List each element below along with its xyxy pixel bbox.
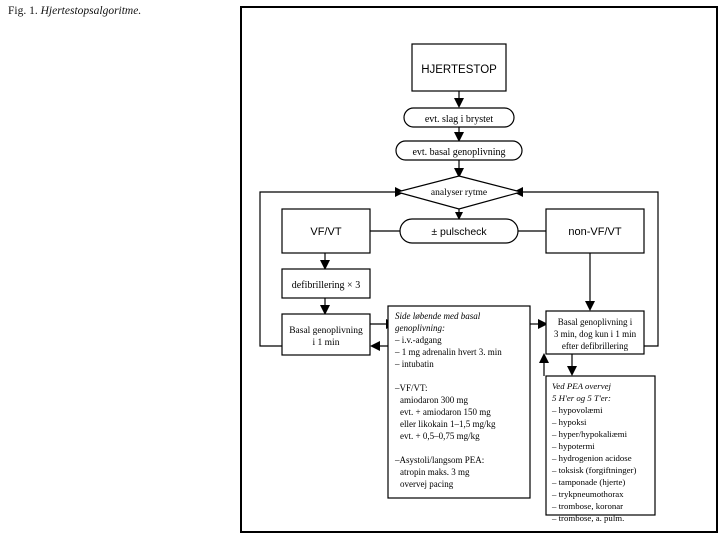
pea-cause-item: – trykpneumothorax bbox=[551, 489, 624, 499]
figure-caption-label: Fig. 1. bbox=[8, 5, 38, 17]
node-basic-cpr-right[interactable] bbox=[545, 310, 645, 355]
arrowhead-notes-to-cpr3min bbox=[538, 319, 548, 329]
notes-box-general-item: – intubatin bbox=[394, 359, 434, 369]
link-left-feedback-to-analyse bbox=[259, 191, 397, 347]
arrowhead-cpr-to-analyse bbox=[454, 168, 464, 178]
node-basic-cpr-right-line2: 3 min, dog kun i 1 min bbox=[554, 329, 637, 339]
node-basic-cpr-left[interactable] bbox=[281, 313, 371, 356]
pea-cause-item: – trombose, koronar bbox=[551, 501, 623, 511]
arrowhead-analyse-to-pulse bbox=[455, 212, 463, 220]
pea-cause-item: – hypotermi bbox=[551, 441, 595, 451]
pea-cause-item: – hypoksi bbox=[551, 417, 587, 427]
node-basic-cpr-label: evt. basal genoplivning bbox=[412, 147, 505, 158]
node-analyse-rhythm[interactable] bbox=[394, 175, 524, 210]
arrowhead-defib-to-cpr1min bbox=[320, 305, 330, 315]
node-cardiac-arrest-label: HJERTESTOP bbox=[421, 64, 497, 76]
figure-caption-title: Hjertestopsalgoritme. bbox=[40, 5, 142, 17]
node-vf-vt[interactable] bbox=[281, 208, 371, 254]
node-basic-cpr-left-line2: i 1 min bbox=[313, 338, 340, 348]
node-basic-cpr-left-line1: Basal genoplivning bbox=[289, 326, 363, 336]
notes-box-vfvt-item: eller likokain 1–1,5 mg/kg bbox=[400, 419, 496, 429]
node-analyse-rhythm-label: analyser rytme bbox=[431, 188, 487, 198]
arrowhead-notes-to-cpr1min bbox=[370, 341, 380, 351]
node-non-vf-vt[interactable] bbox=[545, 208, 645, 254]
node-basic-cpr[interactable] bbox=[395, 140, 523, 161]
notes-box-asystole-item: atropin maks. 3 mg bbox=[400, 467, 470, 477]
arrowhead-nonvfvt-to-cpr3min bbox=[585, 301, 595, 311]
notes-box[interactable] bbox=[387, 305, 531, 499]
node-non-vf-vt-label: non-VF/VT bbox=[568, 226, 621, 238]
notes-box-vfvt-item: evt. + 0,5–0,75 mg/kg bbox=[400, 431, 480, 441]
cardiac-arrest-algorithm-diagram: HJERTESTOP evt. slag i brystet evt. basa… bbox=[259, 43, 659, 523]
node-defibrillation-label: defibrillering × 3 bbox=[292, 280, 360, 291]
node-precordial-thump-label: evt. slag i brystet bbox=[425, 114, 494, 125]
pea-cause-item: – hyper/hypokaliæmi bbox=[551, 429, 628, 439]
notes-box-general-item: – i.v.-adgang bbox=[394, 335, 442, 345]
arrowhead-vfvt-to-defib bbox=[320, 260, 330, 270]
pea-causes-header-line2: 5 H'er og 5 T'er: bbox=[552, 393, 611, 403]
notes-box-vfvt-item: amiodaron 300 mg bbox=[400, 395, 468, 405]
pea-cause-item: – trombose, a. pulm. bbox=[551, 513, 624, 523]
node-pulse-check-label: ± pulscheck bbox=[431, 226, 487, 238]
figure-caption: Fig. 1. Hjertestopsalgoritme. bbox=[8, 5, 141, 17]
node-basic-cpr-right-line1: Basal genoplivning i bbox=[558, 317, 633, 327]
arrowhead-pea-to-cpr3min bbox=[539, 353, 549, 363]
node-cardiac-arrest[interactable] bbox=[411, 43, 507, 92]
notes-box-asystole-item: overvej pacing bbox=[400, 479, 454, 489]
notes-box-header-line2: genoplivning: bbox=[395, 323, 445, 333]
pea-causes-box[interactable] bbox=[545, 375, 656, 516]
pea-causes-header-line1: Ved PEA overvej bbox=[552, 381, 612, 391]
notes-box-header-line1: Side løbende med basal bbox=[395, 311, 481, 321]
arrowhead-cpr3min-to-pea bbox=[567, 366, 577, 376]
notes-box-general-item: – 1 mg adrenalin hvert 3. min bbox=[394, 347, 502, 357]
arrowhead-thump-to-cpr bbox=[454, 132, 464, 142]
pea-cause-item: – hypovolæmi bbox=[551, 405, 603, 415]
node-basic-cpr-right-line3: efter defibrillering bbox=[562, 341, 629, 351]
pea-cause-item: – toksisk (forgiftninger) bbox=[551, 465, 636, 475]
node-pulse-check[interactable] bbox=[399, 218, 519, 244]
notes-box-vfvt-header: –VF/VT: bbox=[394, 383, 428, 393]
node-precordial-thump[interactable] bbox=[403, 107, 515, 128]
pea-cause-item: – hydrogenion acidose bbox=[551, 453, 632, 463]
node-vf-vt-label: VF/VT bbox=[310, 226, 341, 238]
notes-box-asystole-header: –Asystoli/langsom PEA: bbox=[394, 455, 484, 465]
notes-box-vfvt-item: evt. + amiodaron 150 mg bbox=[400, 407, 491, 417]
link-right-feedback-to-analyse bbox=[521, 191, 659, 347]
pea-cause-item: – tamponade (hjerte) bbox=[551, 477, 625, 487]
node-defibrillation[interactable] bbox=[281, 268, 371, 299]
arrowhead-arrest-to-thump bbox=[454, 98, 464, 108]
